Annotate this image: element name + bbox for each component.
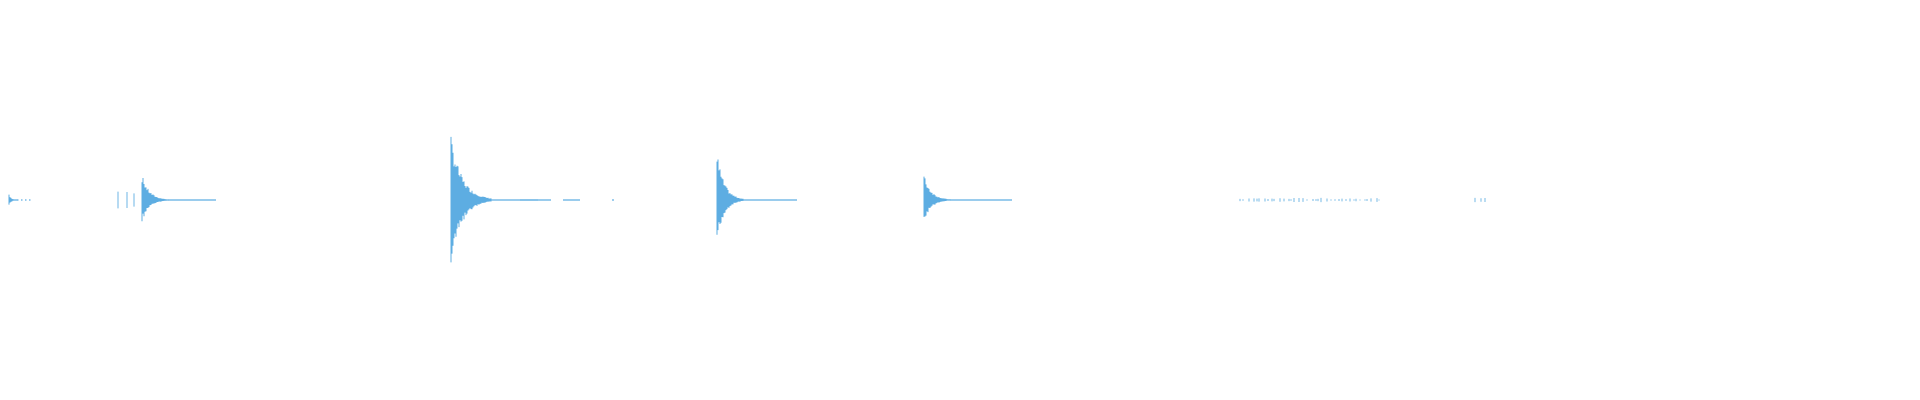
waveform-trace [8, 136, 1486, 263]
